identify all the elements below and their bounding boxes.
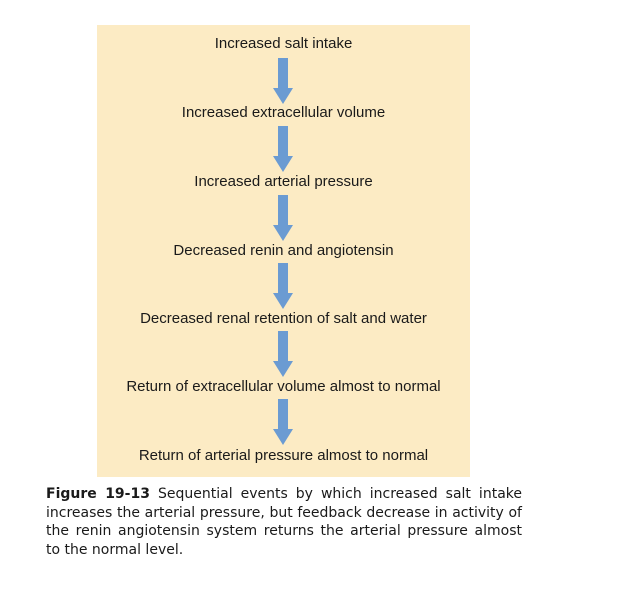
down-arrow-icon bbox=[273, 58, 293, 104]
step-return-arterial-pressure: Return of arterial pressure almost to no… bbox=[138, 447, 429, 464]
step-decreased-renal-retention: Decreased renal retention of salt and wa… bbox=[140, 310, 427, 327]
step-return-extracellular-volume: Return of extracellular volume almost to… bbox=[126, 378, 441, 395]
step-decreased-renin-angiotensin: Decreased renin and angiotensin bbox=[173, 242, 394, 259]
flowchart-panel: Increased salt intake Increased extracel… bbox=[97, 25, 470, 477]
figure-caption-text: Sequential events by which increased sal… bbox=[46, 486, 522, 558]
down-arrow-icon bbox=[273, 195, 293, 241]
step-increased-extracellular-volume: Increased extracellular volume bbox=[181, 104, 386, 121]
figure-caption: Figure 19-13 Sequential events by which … bbox=[46, 485, 522, 559]
step-increased-salt-intake: Increased salt intake bbox=[214, 35, 353, 52]
down-arrow-icon bbox=[273, 126, 293, 172]
down-arrow-icon bbox=[273, 331, 293, 377]
figure-label: Figure 19-13 bbox=[46, 486, 150, 502]
step-increased-arterial-pressure: Increased arterial pressure bbox=[194, 173, 373, 190]
down-arrow-icon bbox=[273, 263, 293, 309]
down-arrow-icon bbox=[273, 399, 293, 445]
